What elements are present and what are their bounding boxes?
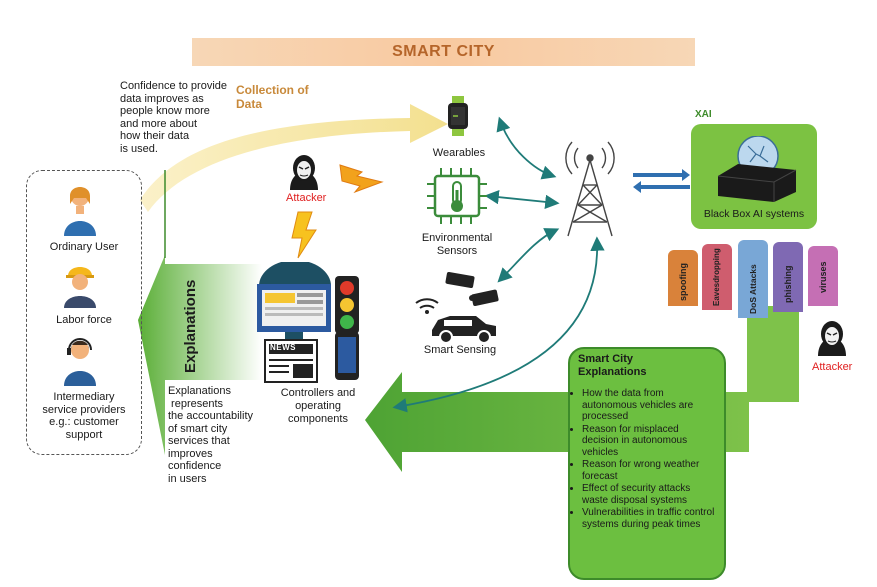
controllers-line: components	[288, 413, 348, 425]
explanations-title-line: Explanations	[578, 365, 647, 378]
blackbox-ai-icon	[710, 135, 802, 207]
confidence-line: Confidence to provide	[120, 80, 228, 92]
confidence-text: Confidence to provide data improves as p…	[120, 80, 227, 155]
sensor-chip-icon	[427, 168, 487, 229]
sensors-link-arrow	[484, 189, 560, 210]
attacker-icon	[815, 318, 849, 361]
collection-title: Collection of Data	[236, 83, 309, 111]
confidence-line: and more about	[120, 117, 198, 130]
labor-force-label: Labor force	[56, 314, 112, 326]
attacker-icon	[287, 152, 321, 195]
controllers-line: operating	[295, 400, 341, 412]
phishing-tab	[773, 242, 803, 312]
wearables-label: Wearables	[432, 147, 486, 159]
support-agent-icon	[62, 336, 98, 391]
eavesdropping-tab	[702, 244, 732, 310]
confidence-line: is used.	[120, 142, 158, 155]
wearables-link-arrow	[496, 116, 557, 180]
smart-sensing-icon	[414, 268, 506, 349]
list-item: Reason for wrong weather forecast	[582, 459, 718, 482]
tower-xai-exchange-arrows	[633, 169, 690, 193]
smart-city-explanations-title: Smart City Explanations	[570, 349, 724, 380]
controllers-line: Controllers and	[280, 387, 356, 399]
list-item: Reason for misplaced decision in autonom…	[582, 424, 718, 459]
lightning-bolt-icon	[291, 211, 317, 259]
controllers-label: Controllers and operating components	[268, 387, 368, 426]
list-item: Vulnerabilities in traffic control syste…	[582, 507, 718, 530]
explanations-line: improves	[168, 447, 213, 460]
smart-city-banner: SMART CITY	[192, 38, 695, 66]
controllers-link-arrow	[392, 236, 605, 413]
environmental-label: Environmental Sensors	[412, 232, 502, 257]
intermediary-line: Intermediary	[53, 391, 115, 403]
environmental-line: Sensors	[436, 244, 478, 257]
explanations-list: How the data from autonomous vehicles ar…	[570, 388, 724, 530]
users-panel	[26, 170, 142, 455]
explanations-vertical-label: Explanations	[182, 279, 199, 373]
list-item: Effect of security attacks waste disposa…	[582, 483, 718, 506]
explanations-line: represents	[168, 397, 224, 410]
collection-title-line: Collection of	[236, 83, 309, 97]
smart-city-explanations-panel: Smart City Explanations How the data fro…	[568, 347, 726, 580]
blackbox-label: Black Box AI systems	[703, 208, 805, 220]
intermediary-line: e.g.: customer	[49, 416, 119, 428]
explanations-line: of smart city	[168, 422, 228, 435]
users-explanation-arrow	[138, 255, 262, 455]
spoofing-tab	[668, 250, 698, 306]
collection-title-line: Data	[236, 97, 263, 111]
viruses-tab	[808, 246, 838, 306]
intermediary-line: service providers	[42, 403, 126, 416]
attack-connector	[747, 306, 799, 402]
intermediary-line: support	[65, 428, 103, 441]
explanations-line: services that	[168, 435, 230, 447]
lightning-bolt-icon	[339, 164, 384, 194]
viruses-label: viruses	[818, 261, 828, 293]
list-item: How the data from autonomous vehicles ar…	[582, 388, 718, 423]
explanations-line: confidence	[168, 460, 222, 472]
xai-label: XAI	[695, 109, 712, 120]
intermediary-label: Intermediary service providers e.g.: cus…	[30, 391, 138, 441]
sensing-link-arrow	[497, 228, 560, 283]
explanations-title-line: Smart City	[578, 353, 634, 365]
controllers-icon	[255, 260, 367, 389]
confidence-line: how their data	[120, 130, 190, 142]
banner-title: SMART CITY	[392, 43, 495, 60]
ordinary-user-label: Ordinary User	[49, 241, 119, 253]
confidence-line: data improves as	[120, 92, 204, 105]
explanations-line: Explanations	[168, 385, 231, 397]
attacker-right-label: Attacker	[812, 361, 853, 373]
smartwatch-icon	[446, 96, 470, 141]
labor-force-icon	[62, 262, 98, 313]
environmental-line: Environmental	[421, 232, 493, 244]
explanations-line: in users	[168, 472, 207, 485]
explanations-description: Explanations represents the accountabili…	[168, 385, 253, 485]
tower-icon	[565, 141, 615, 237]
confidence-line: people know more	[120, 105, 210, 117]
spoofing-label: spoofing	[678, 263, 688, 301]
eavesdropping-label: Eavesdropping	[712, 248, 721, 306]
attacker-left-label: Attacker	[286, 192, 327, 204]
dos-attacks-tab	[738, 240, 768, 318]
ordinary-user-icon	[62, 184, 98, 241]
collection-arrow	[140, 104, 448, 212]
smart-sensing-label: Smart Sensing	[423, 344, 497, 356]
news-label: NEWS	[270, 343, 296, 352]
dos-attacks-label: DoS Attacks	[748, 264, 758, 314]
explanations-line: the accountability	[168, 410, 253, 422]
phishing-label: phishing	[783, 265, 793, 304]
